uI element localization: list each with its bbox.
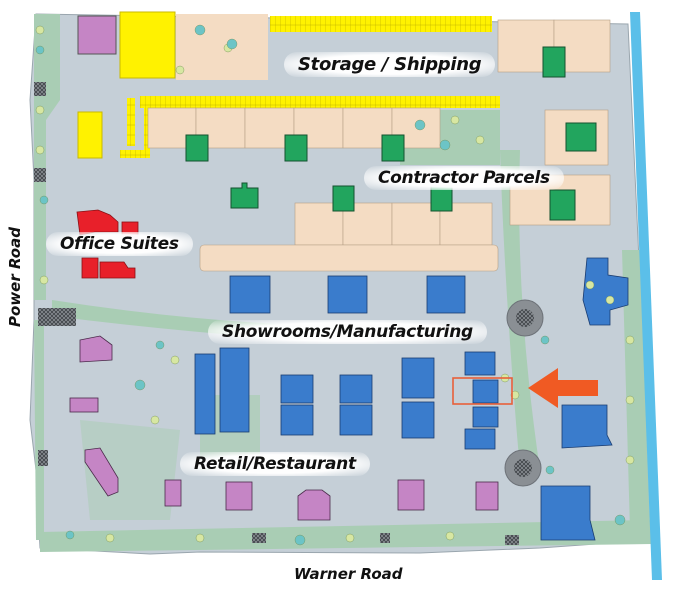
trees [35, 24, 635, 546]
highlighted-showroom-unit[interactable] [452, 377, 513, 405]
crosswalks [34, 82, 519, 545]
roundabouts [504, 299, 544, 487]
road-label-power: Power Road [6, 227, 24, 327]
canal [630, 12, 662, 580]
arrow-pointer-icon [528, 368, 598, 408]
showroom-buildings [194, 257, 629, 541]
zone-label-office: Office Suites [46, 232, 193, 256]
zone-label-storage: Storage / Shipping [284, 52, 496, 77]
zone-label-retail: Retail/Restaurant [180, 452, 370, 476]
contractor-buildings [185, 46, 597, 221]
zone-label-contractor: Contractor Parcels [364, 166, 564, 190]
zone-label-showrooms: Showrooms/Manufacturing [208, 320, 487, 344]
road-label-warner: Warner Road [294, 565, 403, 583]
storage-zone [77, 11, 500, 159]
retail-buildings [69, 335, 499, 521]
